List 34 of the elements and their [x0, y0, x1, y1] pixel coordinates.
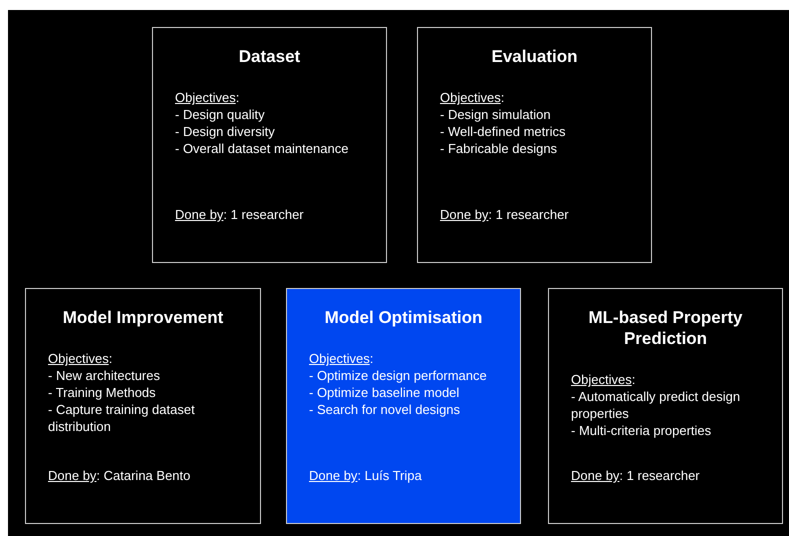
credit-text: Done by: 1 researcher — [440, 206, 570, 223]
list-item: - Fabricable designs — [440, 140, 558, 157]
card — [286, 288, 521, 524]
list-item: - Search for novel designs — [309, 401, 462, 418]
list-item: - Capture training dataset distribution — [48, 401, 196, 435]
card-title: Model Improvement — [62, 307, 224, 328]
list-item: - Optimize baseline model — [309, 384, 460, 401]
card — [548, 288, 783, 524]
section-heading: Objectives: — [440, 89, 506, 106]
card — [152, 27, 387, 263]
credit-text: Done by: Catarina Bento — [48, 467, 192, 484]
card-title: Dataset — [238, 46, 302, 67]
card-title: ML-based Property Prediction — [588, 307, 744, 349]
list-item: - New architectures — [48, 367, 161, 384]
card — [25, 288, 261, 524]
list-item: - Overall dataset maintenance — [175, 140, 350, 157]
credit-text: Done by: 1 researcher — [571, 467, 701, 484]
section-heading: Objectives: — [309, 350, 374, 367]
list-item: - Training Methods — [48, 384, 157, 401]
card — [417, 27, 652, 263]
card-title: Model Optimisation — [324, 307, 484, 328]
section-heading: Objectives: — [48, 350, 114, 367]
section-heading: Objectives: — [571, 371, 636, 388]
list-item: - Design simulation — [440, 106, 552, 123]
list-item: - Optimize design performance — [309, 367, 488, 384]
list-item: - Automatically predict design properties — [571, 388, 742, 422]
list-item: - Multi-criteria properties — [571, 422, 712, 439]
credit-text: Done by: Luís Tripa — [309, 467, 423, 484]
card-title: Evaluation — [490, 46, 578, 67]
section-heading: Objectives: — [175, 89, 240, 106]
list-item: - Well-defined metrics — [440, 123, 566, 140]
list-item: - Design quality — [175, 106, 266, 123]
credit-text: Done by: 1 researcher — [175, 206, 305, 223]
list-item: - Design diversity — [175, 123, 276, 140]
